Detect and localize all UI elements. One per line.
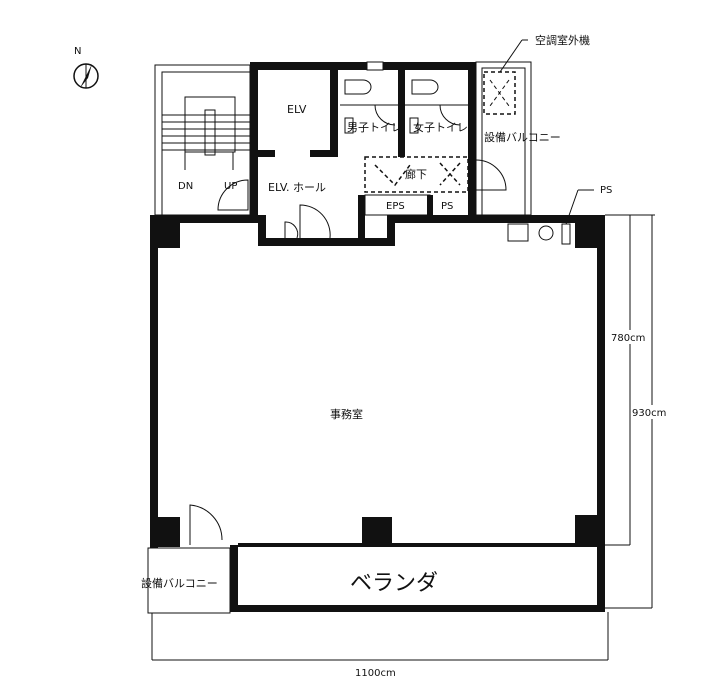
stairwell — [154, 64, 251, 216]
equipment-balcony-bottom — [147, 547, 231, 614]
dimension-lines — [151, 214, 655, 661]
ps-core-label: PS — [441, 201, 453, 212]
dimension-780: 780cm — [611, 333, 645, 344]
equipment-balcony-top-label: 設備バルコニー — [484, 130, 561, 144]
toilet-fixtures — [340, 79, 468, 134]
mens-toilet-label: 男子トイレ — [347, 121, 402, 134]
elv-label: ELV — [287, 103, 307, 116]
stair-up-label: UP — [224, 181, 237, 192]
office-label: 事務室 — [330, 407, 363, 421]
doors — [189, 204, 571, 545]
office-walls — [150, 215, 605, 612]
ps-callout: PS — [600, 185, 612, 196]
compass-label: N — [74, 46, 81, 57]
corridor-outline — [364, 156, 469, 193]
dimension-1100: 1100cm — [355, 668, 396, 679]
ac-outdoor-unit-callout: 空調室外機 — [535, 33, 590, 47]
eps-label: EPS — [386, 201, 405, 212]
elv-hall-label: ELV. ホール — [268, 181, 326, 194]
dimension-930: 930cm — [632, 408, 666, 419]
womens-toilet-label: 女子トイレ — [413, 120, 468, 134]
core-walls — [250, 62, 476, 245]
equipment-balcony-bottom-label: 設備バルコニー — [141, 576, 218, 590]
veranda-label: ベランダ — [350, 571, 438, 596]
north-arrow-icon — [73, 63, 99, 89]
stair-down-label: DN — [178, 181, 193, 192]
corridor-label: 廊下 — [405, 167, 427, 181]
